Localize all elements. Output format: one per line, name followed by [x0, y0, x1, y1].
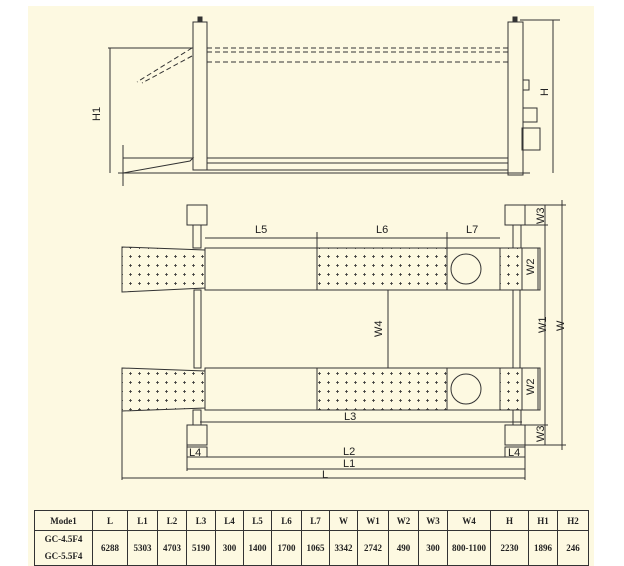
value-cell: 490 — [388, 530, 419, 566]
value-cell: 2742 — [357, 530, 389, 566]
header-cell: L6 — [271, 510, 302, 531]
header-cell: W3 — [418, 510, 448, 531]
top-view — [121, 200, 566, 480]
column-base — [504, 424, 526, 446]
value-cell: 1065 — [301, 530, 330, 566]
platform — [206, 157, 509, 164]
label-l4: L4 — [189, 447, 201, 459]
motor — [522, 107, 538, 123]
label-h: H — [539, 88, 551, 96]
column-base — [186, 424, 208, 446]
raised-platform-dashed — [136, 47, 508, 84]
label-l2: L2 — [343, 446, 355, 458]
column-base — [504, 204, 526, 226]
label-l5: L5 — [255, 224, 267, 236]
header-cell: W2 — [388, 510, 419, 531]
header-cell: W1 — [357, 510, 389, 531]
header-cell: L5 — [243, 510, 272, 531]
label-w3: W3 — [535, 426, 547, 443]
model-cell: GC-4.5F4 GC-5.5F4 — [34, 530, 93, 566]
label-w3: W3 — [535, 208, 547, 225]
label-w2: W2 — [525, 259, 537, 276]
label-w2: W2 — [525, 379, 537, 396]
value-cell: 5303 — [127, 530, 158, 566]
turntable — [450, 253, 482, 285]
header-cell: W4 — [447, 510, 491, 531]
ramp-top — [121, 246, 206, 293]
label-l: L — [322, 469, 328, 481]
header-cell: L1 — [127, 510, 158, 531]
label-l1: L1 — [343, 458, 355, 470]
value-cell: 800-1100 — [447, 530, 491, 566]
header-cell: H2 — [557, 510, 589, 531]
value-cell: 5190 — [186, 530, 216, 566]
value-cell: 1700 — [271, 530, 302, 566]
label-l4: L4 — [508, 447, 520, 459]
header-cell: L4 — [215, 510, 244, 531]
model-name: GC-5.5F4 — [44, 551, 83, 561]
header-cell: W — [329, 510, 358, 531]
value-cell: 4703 — [157, 530, 187, 566]
control-box — [522, 79, 530, 91]
value-cell: 300 — [418, 530, 448, 566]
crossbeam — [512, 289, 521, 369]
header-cell: Mode1 — [34, 510, 93, 531]
label-h1: H1 — [91, 107, 103, 121]
ramp — [122, 157, 195, 174]
value-cell: 1400 — [243, 530, 272, 566]
value-cell: 300 — [215, 530, 244, 566]
value-cell: 6288 — [92, 530, 128, 566]
label-l7: L7 — [466, 224, 478, 236]
left-post — [192, 21, 208, 171]
side-view — [108, 16, 560, 186]
value-cell: 246 — [557, 530, 589, 566]
right-post — [507, 21, 524, 176]
value-cell: 3342 — [329, 530, 358, 566]
label-l3: L3 — [344, 411, 356, 423]
header-cell: H1 — [528, 510, 558, 531]
header-cell: L — [92, 510, 128, 531]
value-cell: 2230 — [490, 530, 529, 566]
value-cell: 1896 — [528, 530, 558, 566]
header-cell: L3 — [186, 510, 216, 531]
crossbeam — [193, 289, 202, 369]
power-unit — [521, 127, 541, 151]
label-w1: W1 — [537, 317, 549, 334]
ramp-bottom — [121, 367, 206, 412]
header-cell: H — [490, 510, 529, 531]
header-cell: L2 — [157, 510, 187, 531]
turntable — [450, 373, 482, 405]
column-base — [186, 204, 208, 226]
model-name: GC-4.5F4 — [44, 534, 83, 544]
label-w: W — [555, 320, 567, 331]
label-l6: L6 — [376, 224, 388, 236]
label-w4: W4 — [373, 321, 385, 338]
header-cell: L7 — [301, 510, 330, 531]
lift-dimension-drawing: H H1 L5 L6 L7 W4 L3 L4 L4 L2 L1 L W3 W3 … — [91, 16, 567, 481]
